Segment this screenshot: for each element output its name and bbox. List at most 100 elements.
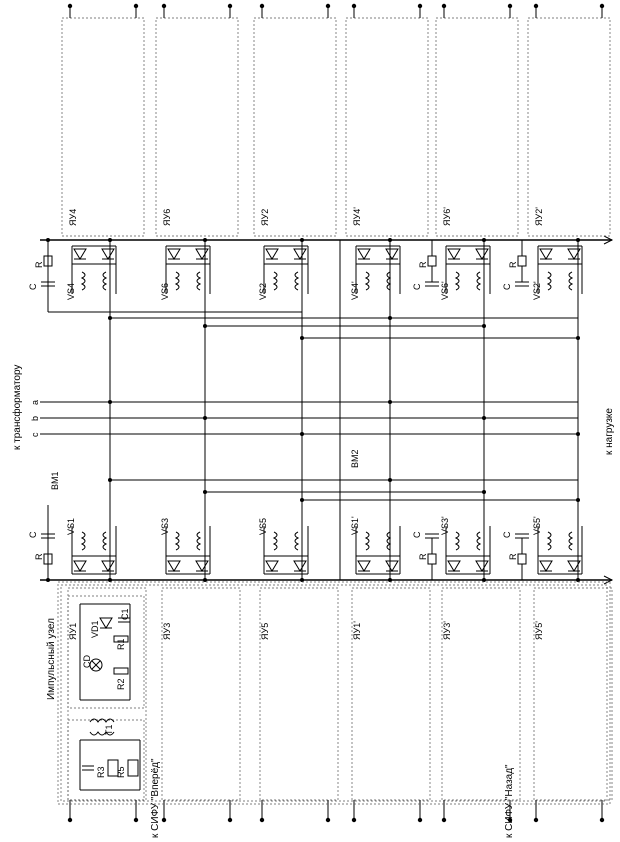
thyristor-diode [101,248,115,260]
yu-label-bottom: ЯУ3' [442,621,452,640]
terminal-dot [351,3,357,9]
junction-dot [203,324,207,328]
yu-label-top: ЯУ6' [442,207,452,226]
thyristor-diode [475,560,489,572]
terminal-dot [67,817,73,823]
gate-coil [364,531,370,551]
snubber-c-label: C [28,531,38,538]
thyristor-diode [447,560,461,572]
gate-coil [294,531,300,551]
junction-dot [388,316,392,320]
terminal-dot [507,817,513,823]
snubber-top-left: RC [28,240,55,290]
thyristor-pair-bottom [537,526,583,575]
gate-coil [568,531,574,551]
thyristor-diode [385,560,399,572]
thyristor-diode [101,560,115,572]
thyristor-diode [195,248,209,260]
thyristor-pair-bottom [445,526,491,575]
pulse-node-frame [57,581,611,805]
to-transformer-label: к трансформатору [11,365,23,450]
snubber-r-label: R [508,553,518,560]
thyristor-pair-top [355,245,401,294]
vs-label-top: VS2 [258,283,268,300]
yu-box [345,17,429,237]
gate-coil [272,271,278,291]
snubber-r-label: R [508,261,518,268]
junction-dot [388,400,392,404]
junction-dot [300,238,304,242]
r5-label: R5 [116,766,126,778]
thyristor-pair-bottom [165,526,211,575]
snubber-c-label: C [412,531,422,538]
junction-dot [388,578,392,582]
yu-label-bottom: ЯУ5' [534,621,544,640]
snubber-resistor [427,553,437,565]
c1-label: C1 [120,608,130,620]
yu-label-bottom: ЯУ1 [68,623,78,640]
gate-coil [386,271,392,291]
terminal-dot [325,3,331,9]
thyristor-pair-top [71,245,117,294]
yu-box [253,17,337,237]
yu-label-top: ЯУ2' [534,207,544,226]
snubber-bottom-left: RC [28,531,55,580]
terminal-dot [67,3,73,9]
yu-box [161,587,241,801]
terminal-dot [133,817,139,823]
junction-dot [108,238,112,242]
yu-box [533,587,613,801]
thyristor-diode [195,560,209,572]
yu-box [435,17,519,237]
snubber-c-label: C [502,283,512,290]
snubber-r-label: R [34,261,44,268]
thyristor-pair-top [263,245,309,294]
terminal-dot [351,817,357,823]
thyristor-diode [293,560,307,572]
phase-b-label: b [30,416,40,421]
junction-dot [203,416,207,420]
thyristor-diode [475,248,489,260]
junction-dot [576,336,580,340]
vs-label-top: VS6' [440,281,450,300]
thyristor-diode [567,560,581,572]
junction-dot [108,400,112,404]
thyristor-pair-bottom [71,526,117,575]
terminal-dot [417,3,423,9]
snubber-resistor [517,553,527,565]
terminal-dot [599,817,605,823]
gate-coil [568,271,574,291]
phase-a-label: a [30,400,40,405]
snubber-r-label: R [418,261,428,268]
thyristor-pair-bottom [263,526,309,575]
yu-label-top: ЯУ4' [352,207,362,226]
thyristor-pair-top [165,245,211,294]
gate-coil [294,271,300,291]
terminal-dot [533,3,539,9]
vs-label-top: VS2' [532,281,542,300]
snubber-c-label: C [502,531,512,538]
gate-coil [364,271,370,291]
yu-box [259,587,339,801]
gate-coil [102,531,108,551]
terminal-dot [441,3,447,9]
thyristor-diode [265,248,279,260]
junction-dot [482,490,486,494]
thyristor-diode [357,248,371,260]
gate-coil [476,271,482,291]
bottom-modules: ЯУ1VS1ЯУ3VS3ЯУ5VS5ЯУ1'VS1'ЯУ3'VS3'ЯУ5'VS… [28,516,613,823]
yu-label-bottom: ЯУ3 [162,623,172,640]
junction-dot [482,324,486,328]
terminal-dot [417,817,423,823]
terminal-dot [533,817,539,823]
yu-label-top: ЯУ6 [162,209,172,226]
thyristor-diode [167,248,181,260]
terminal-dot [227,3,233,9]
vs-label-top: VS6 [160,283,170,300]
thyristor-diode [539,248,553,260]
junction-dot [576,432,580,436]
bm2-label: ВМ2 [350,449,360,468]
r3-label: R3 [96,766,106,778]
